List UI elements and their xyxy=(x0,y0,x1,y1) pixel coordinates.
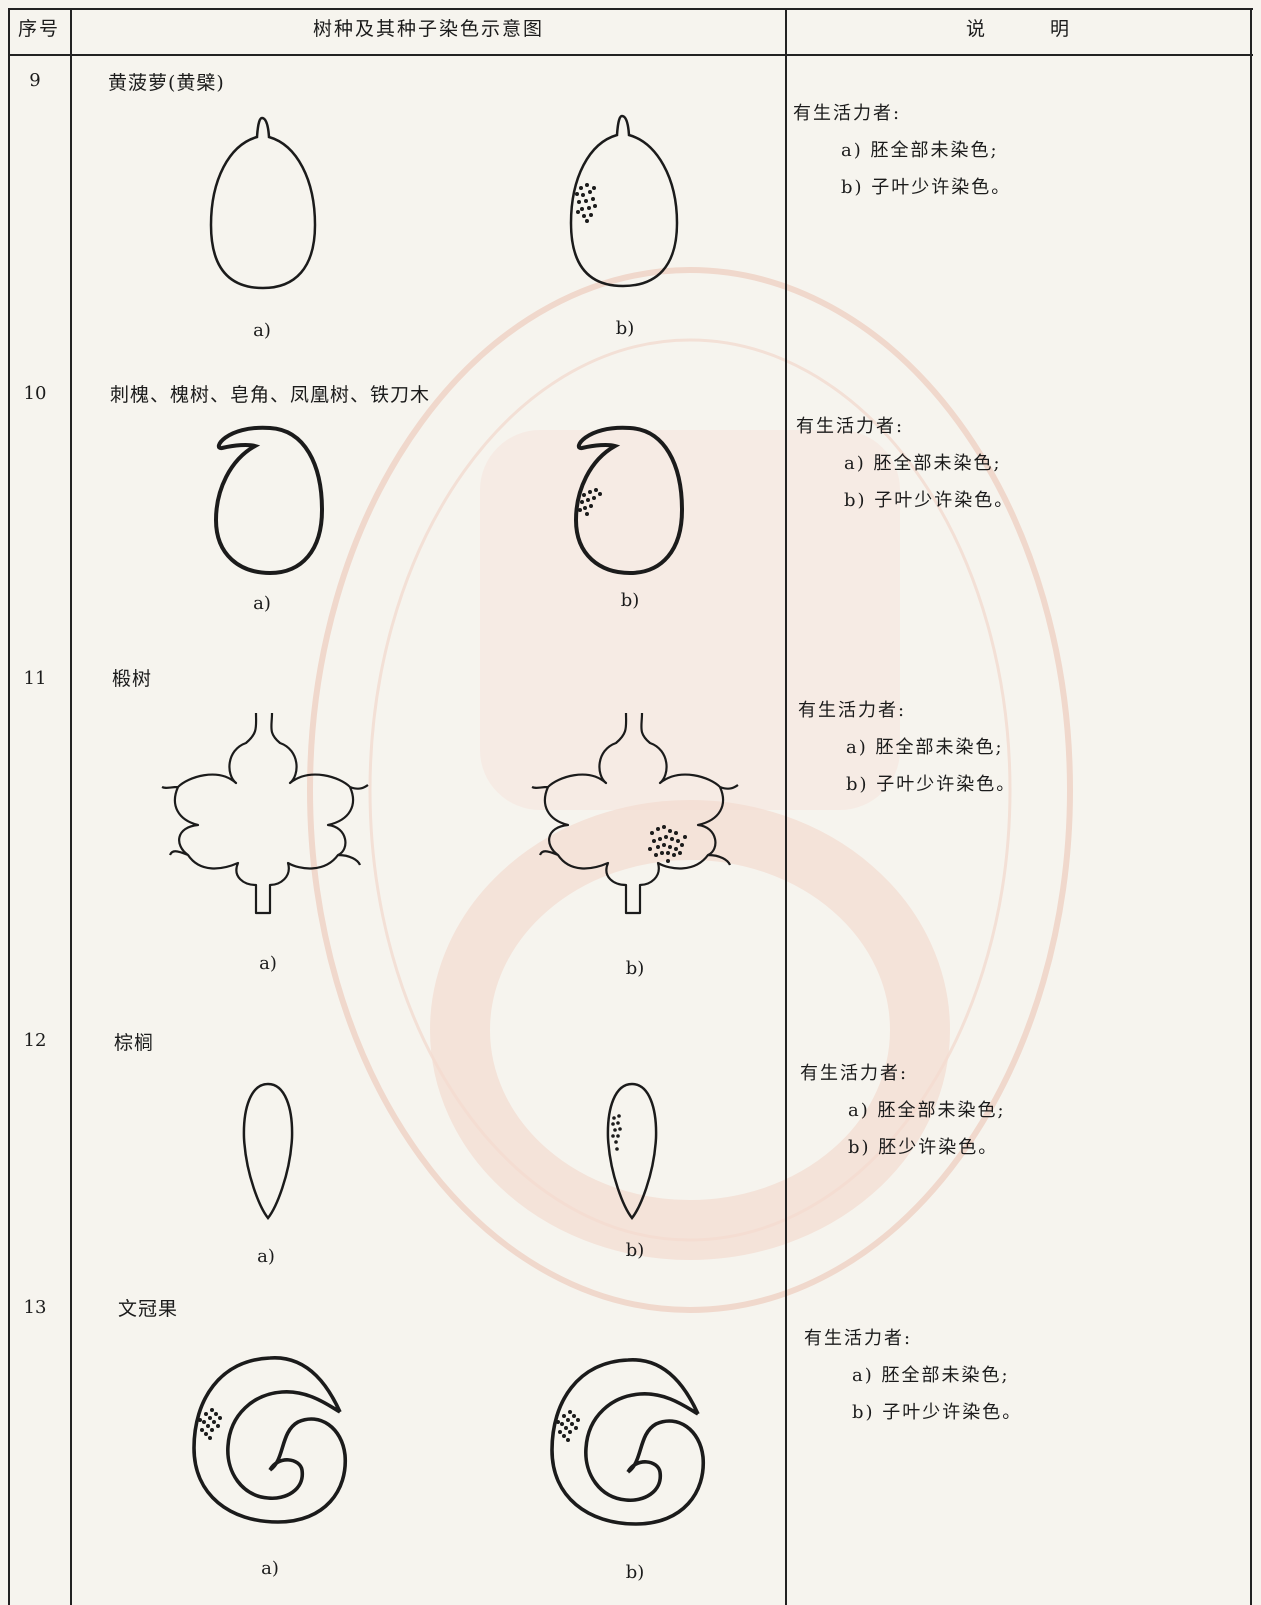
description-head: 有生活力者: xyxy=(793,103,902,124)
stain-dots xyxy=(648,825,687,863)
seed-figure-a xyxy=(213,425,325,576)
stain-dots xyxy=(578,488,602,516)
caption-b: b) xyxy=(625,1562,645,1583)
species-name: 棕榈 xyxy=(114,1032,155,1054)
seed-figure-b xyxy=(569,114,679,288)
description-b: b) 胚少许染色。 xyxy=(848,1137,999,1158)
seed-figure-a xyxy=(192,1356,348,1524)
description-a: a) 胚全部未染色; xyxy=(848,1100,1006,1121)
stain-dots xyxy=(198,1408,222,1440)
header-no: 序号 xyxy=(17,18,60,40)
table-top-border xyxy=(8,8,1253,10)
caption-b: b) xyxy=(625,1240,645,1261)
description: 有生活力者: a) 胚全部未染色; b) 子叶少许染色。 xyxy=(796,408,1014,519)
description-b: b) 子叶少许染色。 xyxy=(846,774,1017,795)
description: 有生活力者: a) 胚全部未染色; b) 子叶少许染色。 xyxy=(798,692,1016,803)
caption-a: a) xyxy=(261,1558,279,1579)
table-right-border xyxy=(1250,8,1252,1605)
stain-dots xyxy=(611,1114,622,1151)
header-bottom-border xyxy=(8,54,1253,56)
description-a: a) 胚全部未染色; xyxy=(846,737,1004,758)
header-description: 说 明 xyxy=(965,18,1071,40)
caption-b: b) xyxy=(615,318,635,339)
species-name: 黄菠萝(黄檗) xyxy=(108,72,225,94)
species-name: 文冠果 xyxy=(118,1298,179,1320)
header-figure: 树种及其种子染色示意图 xyxy=(312,18,544,40)
row-number: 11 xyxy=(23,668,47,689)
description: 有生活力者: a) 胚全部未染色; b) 子叶少许染色。 xyxy=(804,1320,1022,1431)
col-divider-2 xyxy=(785,8,787,1605)
description-b: b) 子叶少许染色。 xyxy=(844,490,1015,511)
caption-b: b) xyxy=(620,590,640,611)
col-divider-1 xyxy=(70,8,72,1605)
seed-figure-b xyxy=(550,1358,706,1526)
row-number: 12 xyxy=(23,1030,47,1051)
caption-a: a) xyxy=(259,953,277,974)
row-number: 13 xyxy=(23,1297,47,1318)
stain-dots xyxy=(575,183,597,223)
seed-figure-a xyxy=(242,1082,294,1221)
stain-dots xyxy=(556,1410,580,1442)
caption-a: a) xyxy=(257,1246,275,1267)
species-name: 刺槐、槐树、皂角、凤凰树、铁刀木 xyxy=(110,384,431,406)
table-left-border xyxy=(8,8,10,1605)
description-head: 有生活力者: xyxy=(800,1063,909,1084)
seed-figure-a xyxy=(209,116,317,290)
description-head: 有生活力者: xyxy=(798,700,907,721)
seed-figure-b xyxy=(573,425,685,576)
description-a: a) 胚全部未染色; xyxy=(852,1365,1010,1386)
row-number: 10 xyxy=(23,383,47,404)
row-number: 9 xyxy=(29,70,41,91)
caption-a: a) xyxy=(253,593,271,614)
caption-b: b) xyxy=(625,958,645,979)
seed-figure-a xyxy=(161,712,369,915)
caption-a: a) xyxy=(253,320,271,341)
description: 有生活力者: a) 胚全部未染色; b) 胚少许染色。 xyxy=(800,1055,1006,1166)
description-a: a) 胚全部未染色; xyxy=(844,453,1002,474)
description-b: b) 子叶少许染色。 xyxy=(852,1402,1023,1423)
description-head: 有生活力者: xyxy=(796,416,905,437)
description-head: 有生活力者: xyxy=(804,1328,913,1349)
seed-figure-b xyxy=(531,712,739,915)
seed-figure-b xyxy=(606,1082,658,1221)
description-b: b) 子叶少许染色。 xyxy=(841,177,1012,198)
description-a: a) 胚全部未染色; xyxy=(841,140,999,161)
description: 有生活力者: a) 胚全部未染色; b) 子叶少许染色。 xyxy=(793,95,1011,206)
species-name: 椴树 xyxy=(112,668,153,690)
